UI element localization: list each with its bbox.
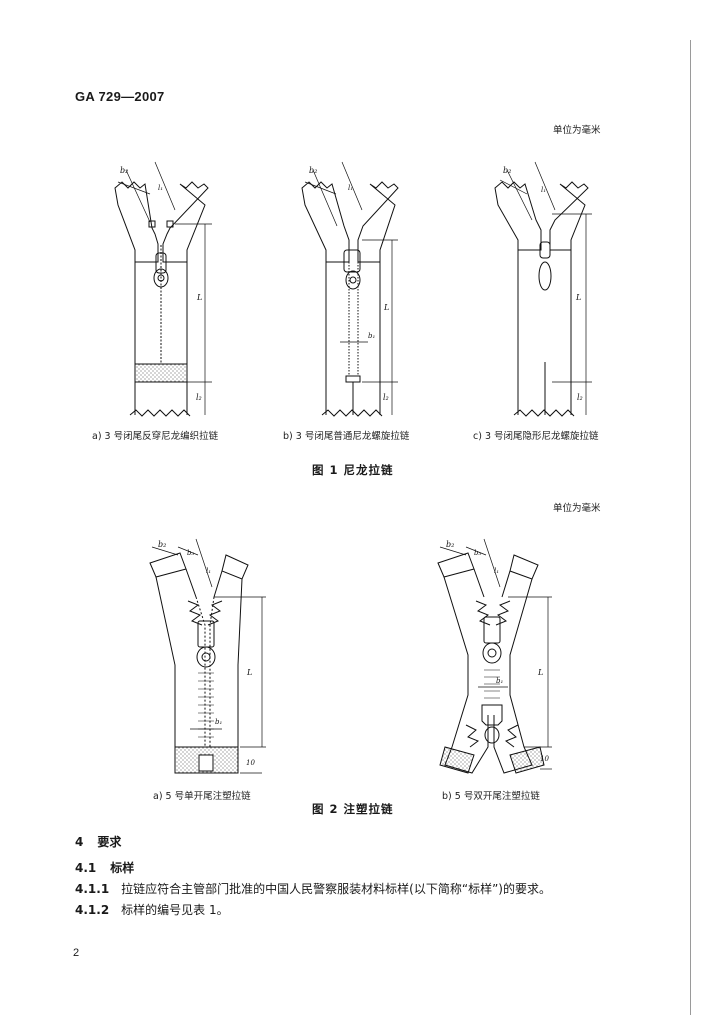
paragraph-4-1-1-text: 拉链应符合主管部门批准的中国人民警察服装材料标样(以下简称“标样”)的要求。	[121, 882, 551, 896]
fig2b-b3: b₃	[474, 549, 481, 557]
fig2a-10: 10	[246, 759, 255, 767]
fig1a-L: L	[196, 293, 202, 302]
page-number: 2	[73, 947, 80, 959]
zipper-2a	[149, 552, 249, 774]
unit-note-fig2: 单位为毫米	[553, 503, 601, 514]
fig1c-l2: l₂	[577, 393, 583, 402]
subsection-heading: 4.1 标样	[75, 859, 134, 876]
fig2b-L: L	[537, 668, 543, 677]
paragraph-4-1-2-text: 标样的编号见表 1。	[121, 903, 229, 917]
fig1c-b2: b₂	[503, 166, 511, 175]
section-heading-text: 要求	[97, 835, 122, 849]
figure2-diagram: b₂ b₃ l₁ L b₁ 10 b₂ b₃ l₁ L b₁ 10	[149, 538, 552, 774]
fig1a-b2: b₂	[120, 166, 128, 175]
fig1c-l1: l₁	[541, 186, 546, 194]
caption-fig1a: a) 3 号闭尾反穿尼龙编织拉链	[92, 431, 219, 442]
fig2b-l1: l₁	[494, 567, 499, 575]
caption-fig1c: c) 3 号闭尾隐形尼龙螺旋拉链	[473, 431, 599, 442]
section-heading: 4 要求	[75, 833, 121, 850]
zipper-1a	[114, 181, 209, 417]
fig2a-l1: l₁	[206, 567, 211, 575]
subsection-number: 4.1	[75, 861, 97, 875]
figure1-title: 图 1 尼龙拉链	[312, 463, 394, 477]
fig1b-L: L	[383, 303, 389, 312]
fig1c-L: L	[575, 293, 581, 302]
fig1b-l1: l₁	[348, 184, 353, 192]
unit-note-fig1: 单位为毫米	[553, 125, 601, 136]
figure1-diagram: b₂ l₁ L l₂ b₂ l₁ L b₁ l₂	[114, 161, 592, 417]
fig1b-l2: l₂	[383, 393, 389, 402]
standard-number: GA 729—2007	[75, 89, 165, 104]
page-edge-line	[690, 40, 691, 1015]
fig2a-b1: b₁	[215, 718, 222, 726]
fig2b-10: 10	[540, 755, 549, 763]
fig1a-l1: l₁	[158, 184, 163, 192]
paragraph-4-1-1: 4.1.1 拉链应符合主管部门批准的中国人民警察服装材料标样(以下简称“标样”)的…	[75, 880, 551, 897]
caption-fig2b: b) 5 号双开尾注塑拉链	[442, 791, 540, 802]
section-heading-number: 4	[75, 835, 84, 849]
paragraph-4-1-2: 4.1.2 标样的编号见表 1。	[75, 901, 229, 918]
fig2a-b2: b₂	[158, 540, 166, 549]
caption-fig1b: b) 3 号闭尾普通尼龙螺旋拉链	[283, 431, 410, 442]
zipper-1b	[301, 181, 399, 417]
zipper-2b	[437, 552, 545, 774]
fig2a-b3: b₃	[187, 549, 194, 557]
paragraph-4-1-2-number: 4.1.2	[75, 903, 110, 917]
caption-fig2a: a) 5 号单开尾注塑拉链	[153, 791, 251, 802]
fig1b-b2: b₂	[309, 166, 317, 175]
zipper-1c	[494, 181, 589, 417]
subsection-text: 标样	[110, 861, 135, 875]
fig1b-b1: b₁	[368, 332, 375, 340]
fig2a-L: L	[246, 668, 252, 677]
fig2b-b2: b₂	[446, 540, 454, 549]
fig1a-l2: l₂	[196, 393, 202, 402]
figure2-title: 图 2 注塑拉链	[312, 802, 394, 816]
fig2b-b1: b₁	[496, 677, 503, 685]
paragraph-4-1-1-number: 4.1.1	[75, 882, 110, 896]
